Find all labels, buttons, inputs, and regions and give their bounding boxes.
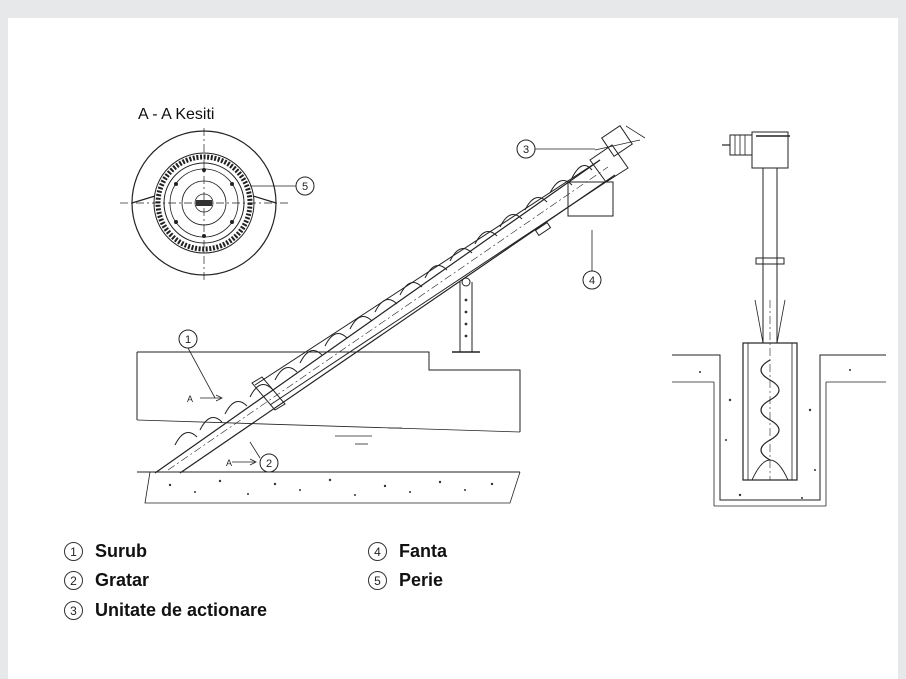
- basin: [136, 351, 521, 504]
- diagram-card: [8, 18, 898, 679]
- legend-number: 4: [368, 542, 387, 561]
- legend-item: 3 Unitate de actionare: [64, 600, 267, 621]
- legend-number: 2: [64, 571, 83, 590]
- legend-label: Fanta: [399, 541, 448, 561]
- callout-2: 2: [249, 441, 279, 473]
- legend-label: Perie: [399, 570, 444, 590]
- section-mark-lower: A: [226, 458, 232, 468]
- side-elevation: [672, 131, 886, 507]
- section-title: A - A Kesiti: [138, 106, 215, 123]
- legend-item: 2 Gratar: [64, 570, 149, 591]
- callouts: 1 2 3 4 5 A A: [178, 139, 602, 473]
- conveyor: [154, 125, 646, 474]
- legend-number: 5: [368, 571, 387, 590]
- legend-number: 3: [64, 601, 83, 620]
- section-view: [120, 128, 296, 282]
- legend-item: 5 Perie: [368, 570, 443, 591]
- section-mark-upper: A: [187, 394, 193, 404]
- legend-label: Gratar: [95, 570, 150, 590]
- callout-2-label: 2: [266, 458, 272, 470]
- legend-label: Unitate de actionare: [95, 600, 268, 620]
- callout-1-label: 1: [185, 334, 191, 346]
- callout-3: 3: [516, 139, 595, 159]
- legend-label: Surub: [95, 541, 147, 561]
- legend-item: 1 Surub: [64, 541, 147, 562]
- callout-4-label: 4: [589, 275, 595, 287]
- callout-5: 5: [295, 176, 315, 196]
- legend-number: 1: [64, 542, 83, 561]
- callout-1: 1: [178, 329, 216, 399]
- callout-5-label: 5: [302, 181, 308, 193]
- callout-4: 4: [582, 230, 602, 290]
- callout-3-label: 3: [523, 144, 529, 156]
- legend-item: 4 Fanta: [368, 541, 447, 562]
